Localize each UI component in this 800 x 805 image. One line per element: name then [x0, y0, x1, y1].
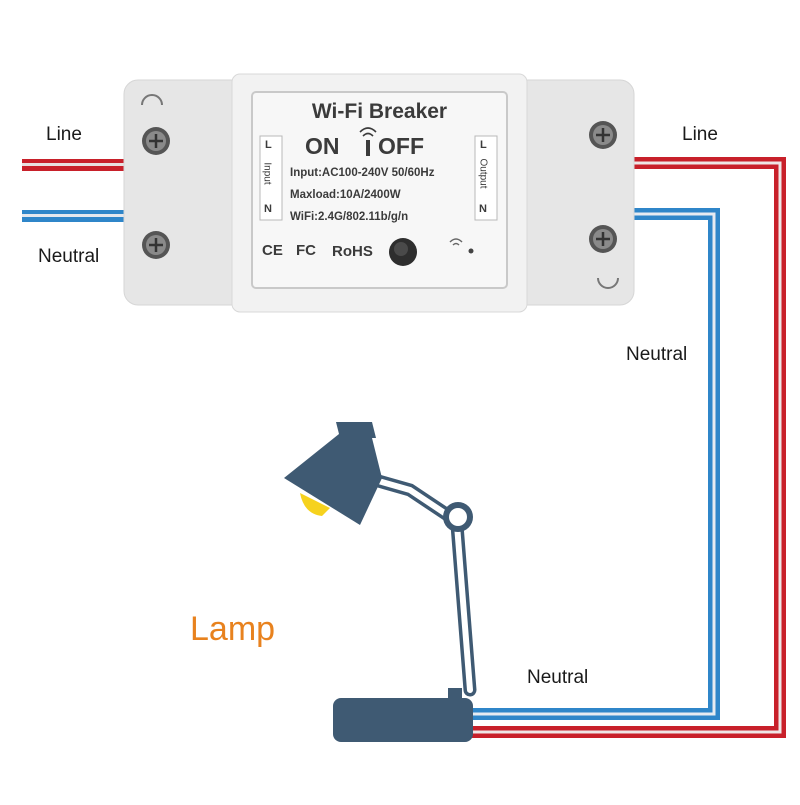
- label-neutral-left: Neutral: [38, 246, 100, 267]
- input-side-label: Input: [261, 162, 273, 185]
- breaker-title: Wi-Fi Breaker: [311, 100, 448, 123]
- right-neutral-wire: [470, 208, 720, 720]
- on-label: ON: [305, 133, 340, 159]
- wifi-breaker-device: [123, 73, 635, 313]
- status-led: [468, 248, 474, 254]
- rohs-mark: RoHS: [332, 243, 373, 260]
- output-side-label: Output: [477, 158, 489, 189]
- label-neutral-bottom: Neutral: [527, 667, 589, 688]
- left-neutral-wire: [22, 210, 130, 222]
- input-terminal-n: N: [264, 203, 272, 215]
- output-terminal-l: L: [480, 139, 487, 151]
- output-terminal-n: N: [479, 203, 487, 215]
- screw-left-bottom: [142, 231, 170, 259]
- label-lamp: Lamp: [190, 610, 276, 648]
- maxload-spec: Maxload:10A/2400W: [290, 189, 401, 201]
- breaker-push-button[interactable]: [389, 238, 417, 266]
- breaker-face: Wi-Fi Breaker ON OFF Input:AC100-240V 50…: [252, 92, 507, 288]
- screw-left-top: [142, 127, 170, 155]
- label-line-right: Line: [682, 124, 718, 145]
- label-neutral-right: Neutral: [626, 344, 688, 365]
- wifi-indicator-icon: [449, 238, 463, 246]
- right-line-wire: [470, 157, 786, 738]
- ce-mark: CE: [262, 242, 283, 259]
- desk-lamp: [284, 422, 477, 742]
- input-spec: Input:AC100-240V 50/60Hz: [290, 167, 435, 179]
- off-label: OFF: [378, 133, 424, 159]
- power-wifi-icon: [359, 127, 377, 156]
- label-line-left: Line: [46, 124, 82, 145]
- input-terminal-l: L: [265, 139, 272, 151]
- wifi-spec: WiFi:2.4G/802.11b/g/n: [290, 211, 409, 223]
- screw-right-top: [589, 121, 617, 149]
- fc-mark: FC: [296, 242, 316, 259]
- left-line-wire: [22, 159, 130, 171]
- screw-right-bottom: [589, 225, 617, 253]
